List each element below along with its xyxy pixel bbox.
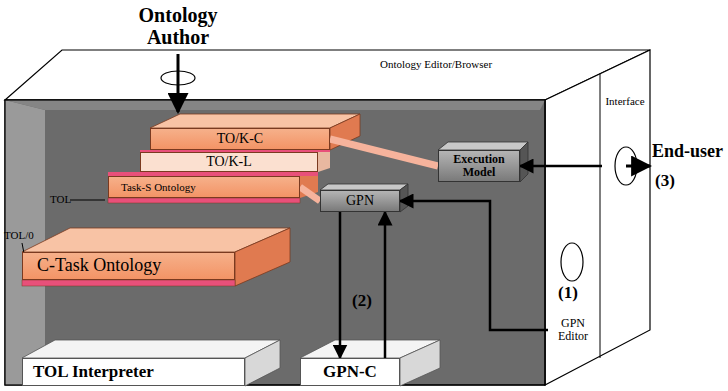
- node-text: Task-S Ontology: [121, 181, 196, 193]
- housing-front-edge: [5, 100, 545, 385]
- slab-side: [318, 152, 330, 172]
- layer-label: TOL: [50, 193, 71, 205]
- tol-layer: [108, 198, 300, 203]
- actor-label: End-user: [652, 142, 723, 162]
- slab-top: [22, 340, 280, 358]
- node-text: GPN Editor: [550, 317, 596, 343]
- node-text: Interface: [605, 95, 644, 107]
- flow-arrow: [339, 212, 342, 358]
- housing-interior: [5, 100, 545, 385]
- slab-top: [150, 114, 360, 128]
- node-text: GPN-C: [323, 363, 377, 382]
- slab-side: [245, 340, 280, 386]
- actor-label: Ontology Author: [128, 4, 228, 48]
- node-text: TOL Interpreter: [33, 363, 154, 382]
- tol0-layer: [22, 280, 235, 286]
- ontology-slab: Task-S Ontology: [108, 176, 300, 198]
- ontology-slab: TO/K-L: [140, 152, 318, 172]
- ontology-slab: C-Task Ontology: [22, 252, 235, 280]
- flow-arrow: [384, 212, 387, 358]
- node-text: TO/K-C: [217, 131, 263, 146]
- node-text: Execution Model: [441, 153, 517, 179]
- panel-divider: [600, 74, 601, 358]
- node-text: GPN: [346, 193, 374, 208]
- author-arrow: [177, 54, 180, 112]
- callout-number: (3): [655, 172, 675, 191]
- interpreter-slab: TOL Interpreter: [22, 358, 245, 386]
- slab-side: [400, 340, 440, 386]
- box-side: [520, 142, 528, 182]
- panel-label: Ontology Editor/Browser: [380, 58, 492, 70]
- node-text: C-Task Ontology: [37, 256, 161, 276]
- callout-number: (1): [558, 284, 578, 303]
- layer-label: TOL/0: [4, 229, 34, 241]
- interior-ceiling: [5, 100, 545, 110]
- slab-side: [235, 228, 290, 286]
- box-top: [438, 142, 528, 150]
- flow-arrow: [400, 201, 548, 330]
- flow-arrow: [520, 165, 602, 168]
- housing-side: [545, 50, 650, 385]
- ontology-slab: TO/K-C: [150, 128, 330, 150]
- link-bar: [330, 139, 438, 166]
- end-user-arrow: [626, 165, 650, 168]
- interface-panel: Interface: [602, 95, 648, 205]
- model-box: Execution Model: [438, 150, 520, 182]
- callout-number: (2): [352, 292, 372, 311]
- interior-left-wall: [5, 100, 45, 385]
- leader-line: [70, 200, 105, 201]
- box-side: [400, 184, 408, 212]
- link-bar: [300, 187, 320, 201]
- compiler-slab: GPN-C: [300, 358, 400, 386]
- editor-opening: [561, 243, 583, 281]
- editor-panel: GPN Editor: [548, 312, 598, 348]
- node-text: TO/K-L: [206, 154, 252, 169]
- model-box: GPN: [320, 190, 400, 212]
- housing-top: [5, 50, 650, 100]
